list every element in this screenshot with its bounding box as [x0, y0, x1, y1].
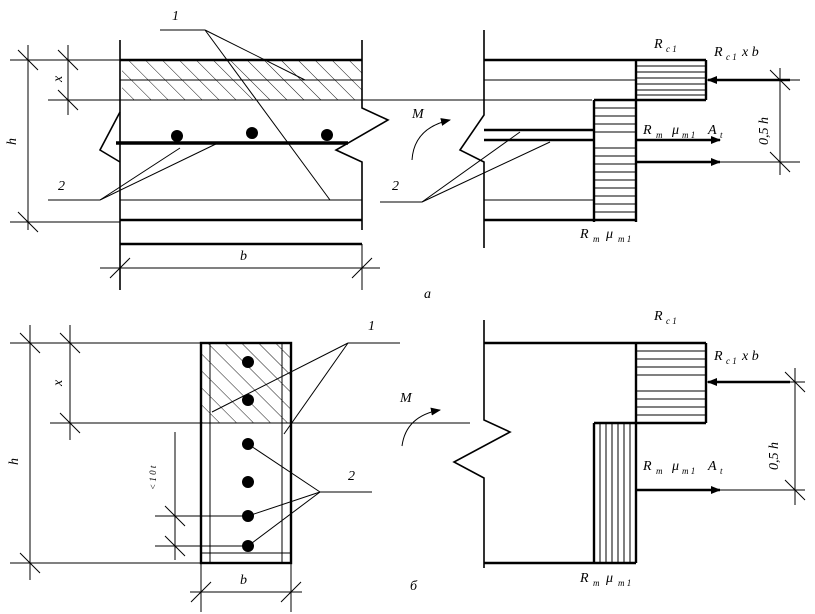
- callout-1-a: 1: [160, 9, 331, 201]
- section-b: h x < 1 0 t b: [7, 309, 806, 612]
- svg-text:μ: μ: [671, 123, 679, 138]
- svg-text:A: A: [707, 459, 717, 474]
- svg-text:μ: μ: [605, 227, 613, 242]
- caption-b: б: [410, 579, 418, 594]
- dimension-b-b: b: [190, 563, 302, 612]
- svg-text:m 1: m 1: [682, 466, 695, 476]
- callout-1-label: 1: [368, 319, 375, 334]
- svg-text:R: R: [579, 227, 589, 242]
- tension-block-hatch: [594, 107, 636, 213]
- svg-text:m 1: m 1: [618, 234, 631, 244]
- half-height-label-a: 0,5 h: [757, 117, 772, 145]
- svg-text:m 1: m 1: [618, 578, 631, 588]
- svg-text:m: m: [593, 234, 600, 244]
- callout-2-a-right: 2: [380, 131, 551, 203]
- svg-text:R: R: [642, 459, 652, 474]
- dimension-x-b: x: [50, 325, 470, 440]
- svg-text:x b: x b: [741, 349, 759, 364]
- stress-diagram-b: 0,5 h: [592, 341, 806, 563]
- rebar-dot: [321, 129, 333, 141]
- svg-text:A: A: [707, 123, 717, 138]
- callout-2-label: 2: [392, 179, 399, 194]
- b-label-a: b: [240, 249, 247, 264]
- moment-arrow-a: M: [411, 107, 451, 161]
- svg-text:x b: x b: [741, 45, 759, 60]
- moment-arrow-b: M: [399, 391, 441, 447]
- label-tension-b: R m μ m 1: [579, 571, 631, 588]
- svg-text:R: R: [653, 309, 663, 324]
- tension-block-hatch: [599, 423, 631, 563]
- svg-text:c 1: c 1: [726, 356, 737, 366]
- svg-text:m: m: [593, 578, 600, 588]
- section-a: 1 2 h x b: [5, 9, 800, 302]
- svg-text:m: m: [656, 130, 663, 140]
- reinforcement-bar-a: [116, 127, 348, 145]
- svg-text:t: t: [720, 130, 723, 140]
- beam-b-right: [452, 320, 636, 568]
- label-rc1xb-a: R c 1 x b: [713, 45, 759, 62]
- beam-a-right: [458, 30, 636, 248]
- rebar-dot: [242, 476, 254, 488]
- compression-block-hatch: [636, 65, 706, 96]
- moment-label-b: M: [399, 391, 413, 406]
- label-rc1-b: R c 1: [653, 309, 677, 326]
- callout-2-label: 2: [348, 469, 355, 484]
- beam-b-section: [199, 341, 293, 565]
- svg-text:m: m: [656, 466, 663, 476]
- half-height-label-b: 0,5 h: [767, 442, 782, 470]
- callout-2-label: 2: [58, 179, 65, 194]
- stress-diagram-a: 0,5 h: [592, 58, 800, 222]
- svg-text:R: R: [713, 45, 723, 60]
- svg-text:m 1: m 1: [682, 130, 695, 140]
- label-steel-a: R m μ m 1 A t: [642, 123, 723, 140]
- dimension-spacing-b: < 1 0 t: [148, 432, 248, 560]
- svg-text:c 1: c 1: [666, 44, 677, 54]
- svg-text:c 1: c 1: [726, 52, 737, 62]
- rebar-dot: [242, 394, 254, 406]
- svg-text:R: R: [653, 37, 663, 52]
- callout-1-label: 1: [172, 9, 179, 24]
- dimension-b-a: b: [100, 244, 380, 290]
- label-rc1-a: R c 1: [653, 37, 677, 54]
- rebar-dot: [171, 130, 183, 142]
- spacing-label-b: < 1 0 t: [148, 465, 158, 490]
- dimension-h-a: h: [5, 45, 120, 233]
- label-steel-b: R m μ m 1 A t: [642, 459, 723, 476]
- callout-1-b: 1: [211, 319, 400, 435]
- svg-text:R: R: [642, 123, 652, 138]
- x-label-b: x: [51, 379, 66, 387]
- x-label-a: x: [51, 75, 66, 83]
- callout-2-b: 2: [247, 443, 372, 547]
- svg-text:μ: μ: [671, 459, 679, 474]
- svg-text:t: t: [720, 466, 723, 476]
- compression-block-hatch: [636, 350, 706, 416]
- svg-text:R: R: [713, 349, 723, 364]
- svg-text:R: R: [579, 571, 589, 586]
- height-label-a: h: [5, 138, 20, 145]
- dimension-x-a: x: [48, 45, 120, 115]
- dimension-h-b: h: [7, 325, 201, 580]
- label-rc1xb-b: R c 1 x b: [713, 349, 759, 366]
- b-label-b: b: [240, 573, 247, 588]
- label-tension-a: R m μ m 1: [579, 227, 631, 244]
- rebar-dot: [246, 127, 258, 139]
- caption-a: a: [424, 287, 431, 302]
- height-label-b: h: [7, 458, 22, 465]
- rebar-dot: [242, 356, 254, 368]
- callout-2-a: 2: [48, 141, 221, 201]
- moment-label-a: M: [411, 107, 425, 122]
- svg-text:c 1: c 1: [666, 316, 677, 326]
- svg-text:μ: μ: [605, 571, 613, 586]
